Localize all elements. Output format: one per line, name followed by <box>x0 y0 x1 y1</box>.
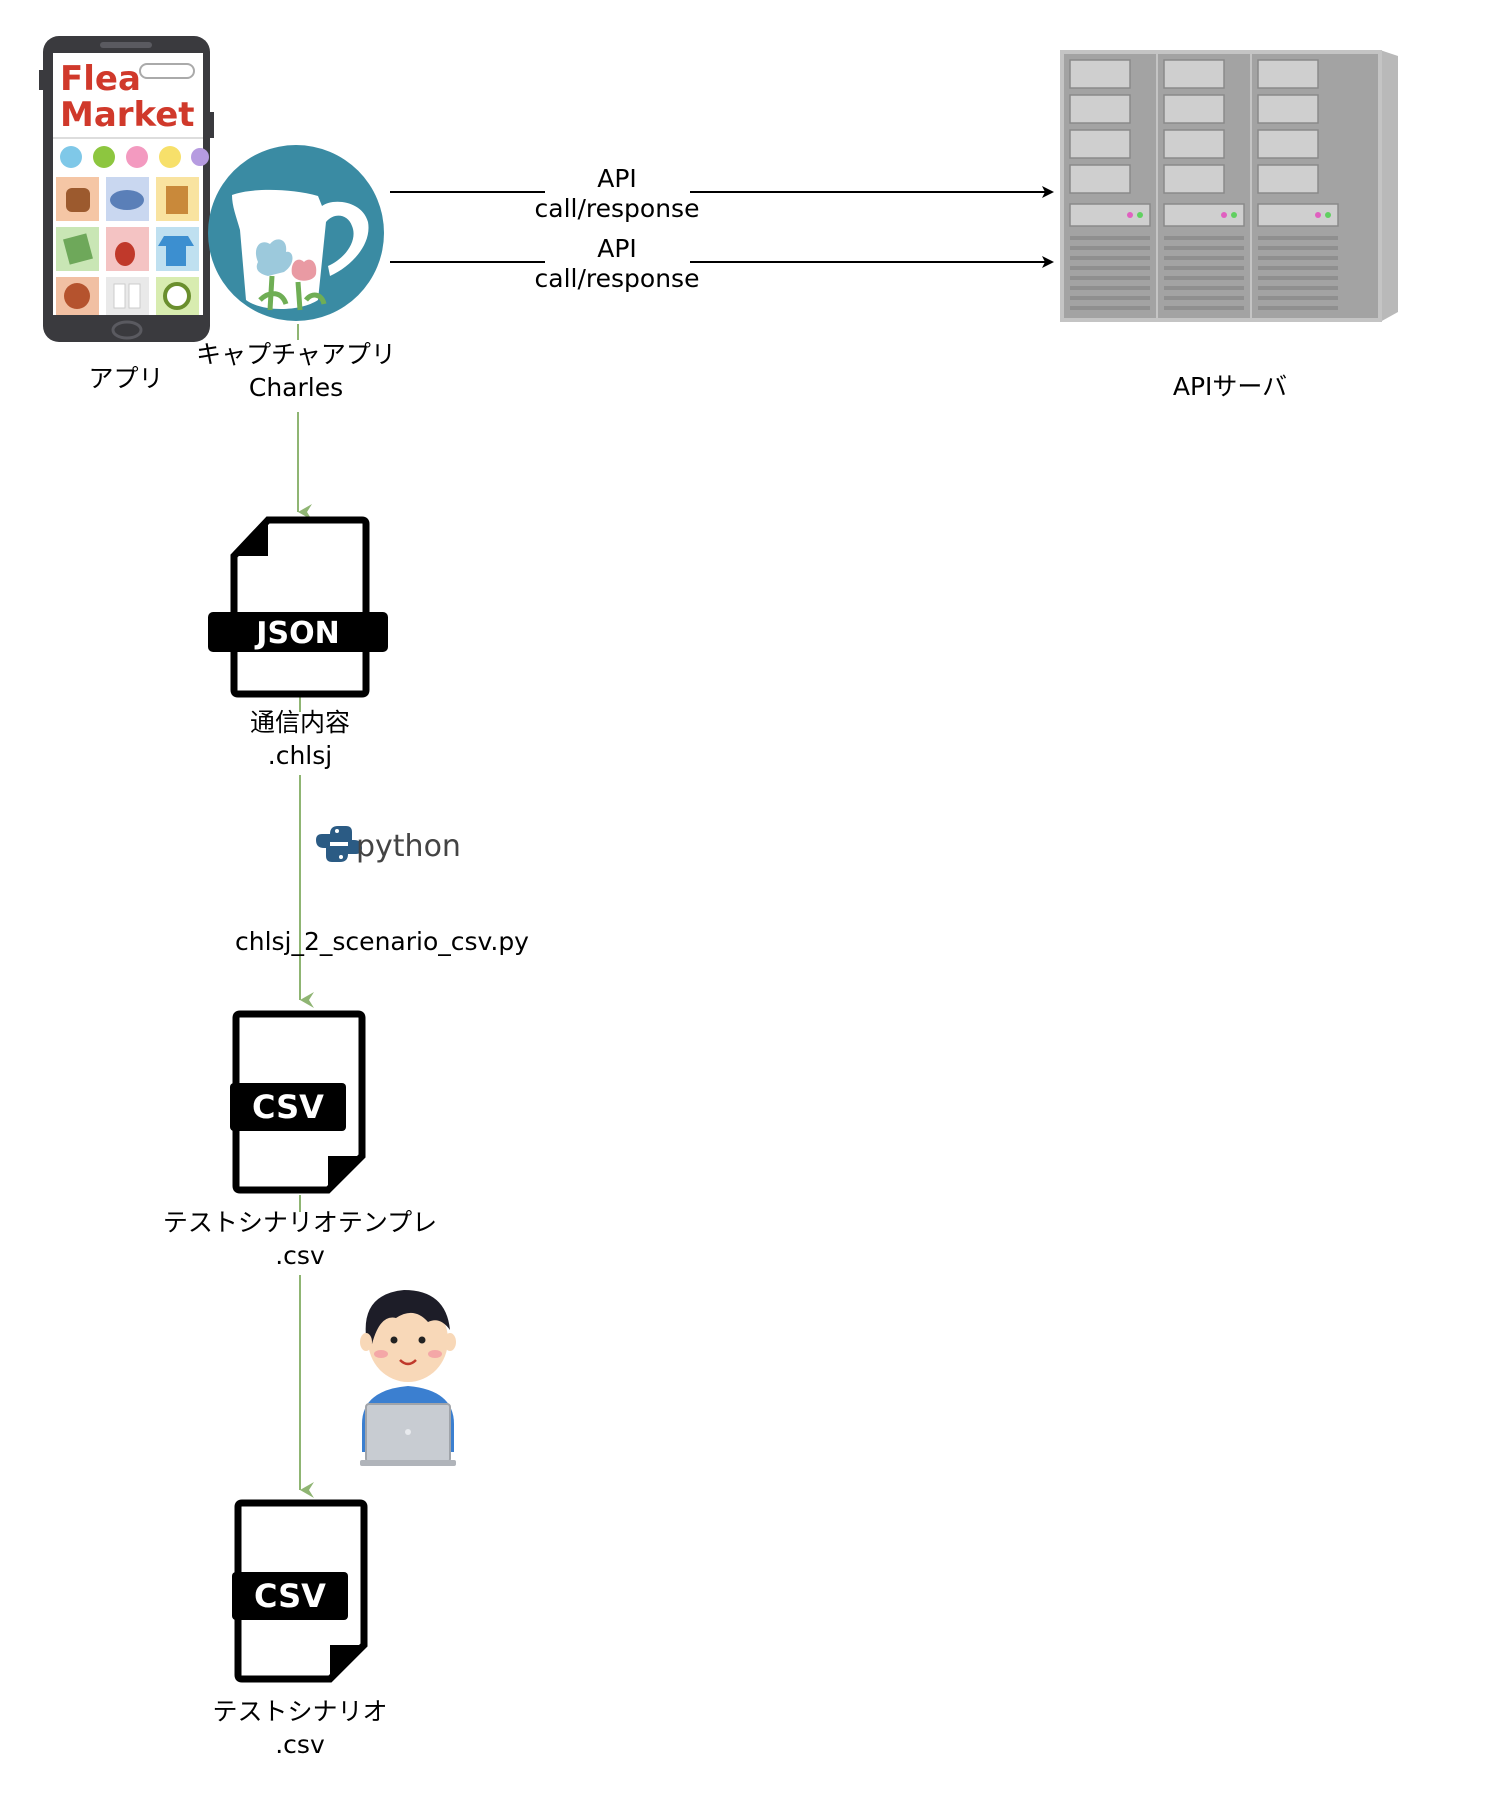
csv-file-icon: CSV <box>230 1010 366 1194</box>
charles-label-line2: Charles <box>248 373 344 402</box>
api-arrow-2-label: API call/response <box>530 234 704 294</box>
json-file-icon: JSON <box>208 516 388 698</box>
phone-label: アプリ <box>78 362 174 395</box>
csv-final-badge: CSV <box>254 1577 326 1615</box>
csv-final-label: テストシナリオ .csv <box>180 1695 420 1761</box>
csv-template-line1: テストシナリオテンプレ <box>162 1208 438 1237</box>
phone-title-2: Market <box>60 95 195 135</box>
csv-final-line1: テストシナリオ <box>212 1697 388 1726</box>
json-badge: JSON <box>254 616 339 651</box>
csv-template-label: テストシナリオテンプレ .csv <box>130 1206 470 1272</box>
smartphone-icon: Flea Market <box>39 36 214 342</box>
python-logo-text: python <box>356 829 461 864</box>
csv-template-line2: .csv <box>275 1241 325 1270</box>
charles-label: キャプチャアプリ Charles <box>180 338 412 404</box>
json-label-line1: 通信内容 <box>249 708 350 737</box>
phone-title-1: Flea <box>60 59 141 99</box>
python-script-label: chlsj_2_scenario_csv.py <box>222 925 542 958</box>
python-script-name: chlsj_2_scenario_csv.py <box>235 927 529 956</box>
api-arrow-1-line2: call/response <box>534 194 700 223</box>
person-laptop-icon <box>360 1290 456 1466</box>
server-icon <box>1060 50 1398 322</box>
charles-label-line1: キャプチャアプリ <box>196 340 396 369</box>
server-label-text: APIサーバ <box>1172 372 1288 401</box>
api-arrow-1-label: API call/response <box>530 164 704 224</box>
api-arrow-1-line1: API <box>597 164 637 193</box>
csv-final-line2: .csv <box>275 1730 325 1759</box>
api-arrow-2-line2: call/response <box>534 264 700 293</box>
json-label-line2: .chlsj <box>267 741 333 770</box>
server-label: APIサーバ <box>1130 370 1330 403</box>
api-arrow-2-line1: API <box>597 234 637 263</box>
charles-logo-icon <box>208 145 384 321</box>
python-logo-icon: python <box>316 826 461 864</box>
csv-template-badge: CSV <box>252 1088 324 1126</box>
phone-label-text: アプリ <box>88 364 164 393</box>
json-file-label: 通信内容 .chlsj <box>210 706 390 772</box>
csv-final-file-icon: CSV <box>232 1499 368 1683</box>
